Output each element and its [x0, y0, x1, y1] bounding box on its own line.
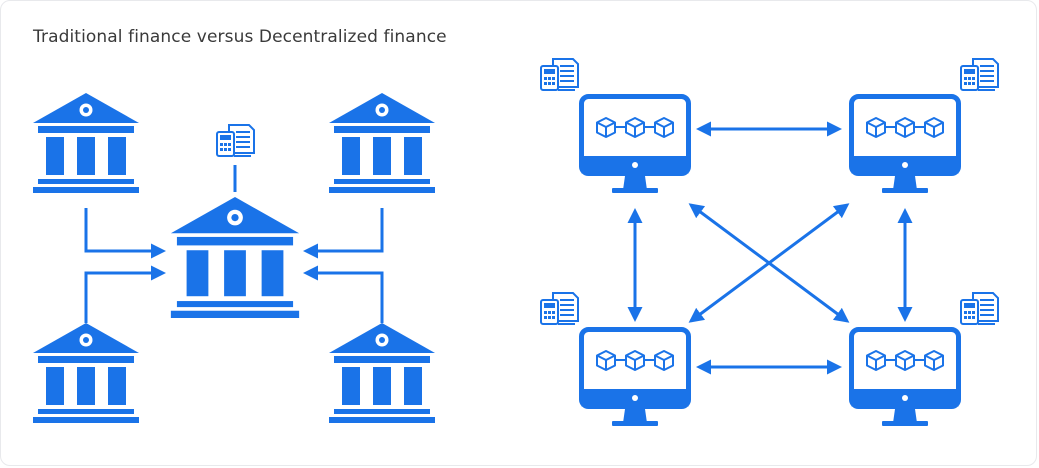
computer-blockchain-icon: [582, 97, 689, 194]
ledger-icon: [540, 292, 579, 325]
traditional-finance-diagram: [33, 93, 435, 423]
bank-icon: [329, 93, 435, 193]
connector-top-right: [303, 208, 384, 259]
connector-top-left: [84, 208, 166, 259]
connector-bottom-right: [303, 265, 384, 323]
ledger-icon: [960, 292, 999, 325]
diagram-title: Traditional finance versus Decentralized…: [33, 27, 447, 47]
decentralized-finance-diagram: [540, 58, 999, 427]
computer-blockchain-icon: [582, 330, 689, 427]
connector-bottom-left: [84, 265, 166, 323]
ledger-icon: [216, 124, 255, 157]
bank-icon: [33, 323, 139, 423]
bank-connectors: [84, 165, 384, 323]
computer-blockchain-icon: [852, 97, 959, 194]
central-bank-icon: [170, 197, 300, 318]
bank-icon: [329, 323, 435, 423]
bank-icon: [33, 93, 139, 193]
computer-blockchain-icon: [852, 330, 959, 427]
connector-diagonal-2: [688, 203, 850, 323]
ledger-icon: [960, 58, 999, 91]
peer-connectors: [627, 121, 913, 375]
ledger-icon: [540, 58, 579, 91]
